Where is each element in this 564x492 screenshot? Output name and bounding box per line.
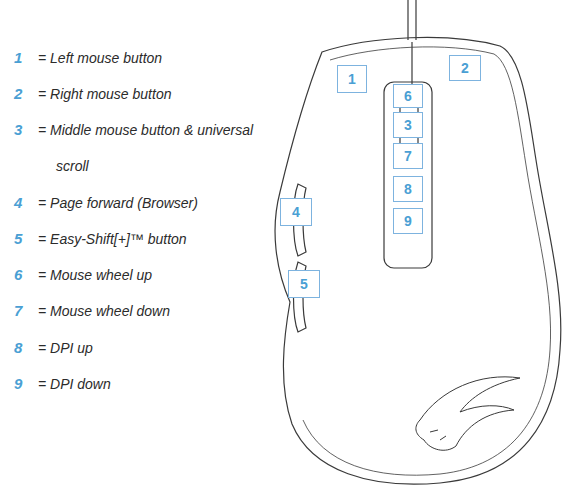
mouse-body-inner: [303, 47, 551, 475]
button-split-left: [411, 42, 412, 84]
key-number: 6: [14, 266, 22, 284]
key-text: = Left mouse button: [38, 49, 162, 67]
callout-number: 2: [461, 60, 469, 76]
key-number: 3: [14, 121, 22, 139]
callout-box: 8: [393, 176, 423, 202]
logo: [430, 430, 446, 440]
logo: [416, 377, 520, 450]
cable: [407, 0, 408, 40]
key-text: = Page forward (Browser): [38, 194, 198, 212]
callout-number: 7: [404, 148, 412, 164]
key-text: = Mouse wheel up: [38, 266, 152, 284]
key-number: 7: [14, 302, 22, 320]
key-text: = DPI down: [38, 375, 111, 393]
callout-box: 6: [393, 84, 423, 108]
key-number: 2: [14, 85, 22, 103]
callout-number: 5: [300, 276, 308, 292]
callout-box: 3: [393, 112, 423, 138]
callout-number: 1: [348, 71, 356, 87]
callout-number: 8: [404, 181, 412, 197]
callout-number: 6: [404, 88, 412, 104]
callout-box: 5: [288, 270, 320, 298]
key-number: 5: [14, 230, 22, 248]
key-text: = Mouse wheel down: [38, 302, 170, 320]
key-number: 4: [14, 194, 22, 212]
key-text: = Middle mouse button & universal scroll: [38, 112, 256, 184]
key-text: = Right mouse button: [38, 85, 171, 103]
key-number: 9: [14, 375, 22, 393]
callout-box: 4: [280, 198, 312, 226]
key-text: = DPI up: [38, 339, 93, 357]
callout-number: 9: [404, 213, 412, 229]
callout-box: 2: [449, 55, 481, 81]
mouse-body: [275, 37, 561, 484]
callout-box: 9: [393, 208, 423, 234]
center-channel: [384, 82, 432, 268]
callout-number: 3: [404, 117, 412, 133]
key-text: = Easy-Shift[+]™ button: [38, 230, 187, 248]
key-number: 1: [14, 49, 22, 67]
callout-box: 1: [337, 65, 367, 93]
callout-box: 7: [393, 143, 423, 169]
cable: [415, 0, 416, 40]
key-number: 8: [14, 339, 22, 357]
callout-number: 4: [292, 204, 300, 220]
